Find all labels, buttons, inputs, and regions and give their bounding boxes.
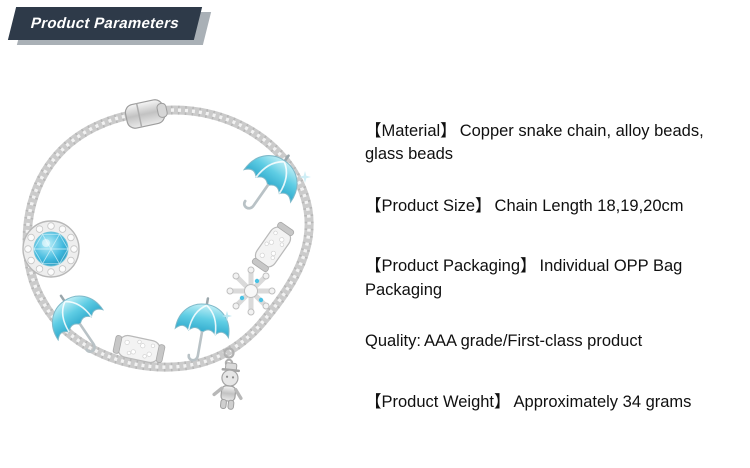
spec-size: 【Product Size】Chain Length 18,19,20cm: [365, 195, 745, 218]
spec-quality-label: Quality:: [365, 332, 421, 351]
boy-dangle-charm: [212, 347, 243, 410]
spec-material-label: 【Material】: [365, 122, 457, 140]
spec-material-value: Copper snake chain, alloy beads, glass b…: [365, 122, 704, 164]
spec-weight: 【Product Weight】Approximately 34 grams: [365, 391, 745, 414]
spec-packaging-label: 【Product Packaging】: [365, 257, 537, 276]
spec-quality: Quality:AAA grade/First-class product: [365, 330, 745, 353]
bracelet-illustration: [22, 99, 314, 410]
spec-material: 【Material】Copper snake chain, alloy bead…: [365, 120, 745, 167]
lobster-clasp: [124, 99, 168, 129]
snowflake-charm: [226, 266, 276, 316]
spec-weight-value: Approximately 34 grams: [513, 392, 692, 411]
product-image: [5, 85, 345, 463]
blue-glass-bead: [22, 220, 80, 278]
section-banner: Product Parameters: [7, 7, 212, 45]
banner-ribbon: Product Parameters: [7, 7, 203, 40]
sparkle-glints: [222, 171, 311, 321]
spec-quality-value: AAA grade/First-class product: [423, 332, 643, 351]
spec-size-value: Chain Length 18,19,20cm: [494, 196, 684, 215]
spec-size-label: 【Product Size】: [365, 196, 492, 215]
spec-packaging: 【Product Packaging】Individual OPP Bag Pa…: [365, 255, 745, 302]
spec-list: 【Material】Copper snake chain, alloy bead…: [365, 120, 745, 442]
spec-packaging-value: Individual OPP Bag Packaging: [365, 257, 683, 299]
banner-title: Product Parameters: [28, 15, 182, 32]
snake-chain: [22, 105, 314, 372]
spec-weight-label: 【Product Weight】: [365, 392, 511, 411]
crystal-bead-right: [249, 219, 297, 275]
